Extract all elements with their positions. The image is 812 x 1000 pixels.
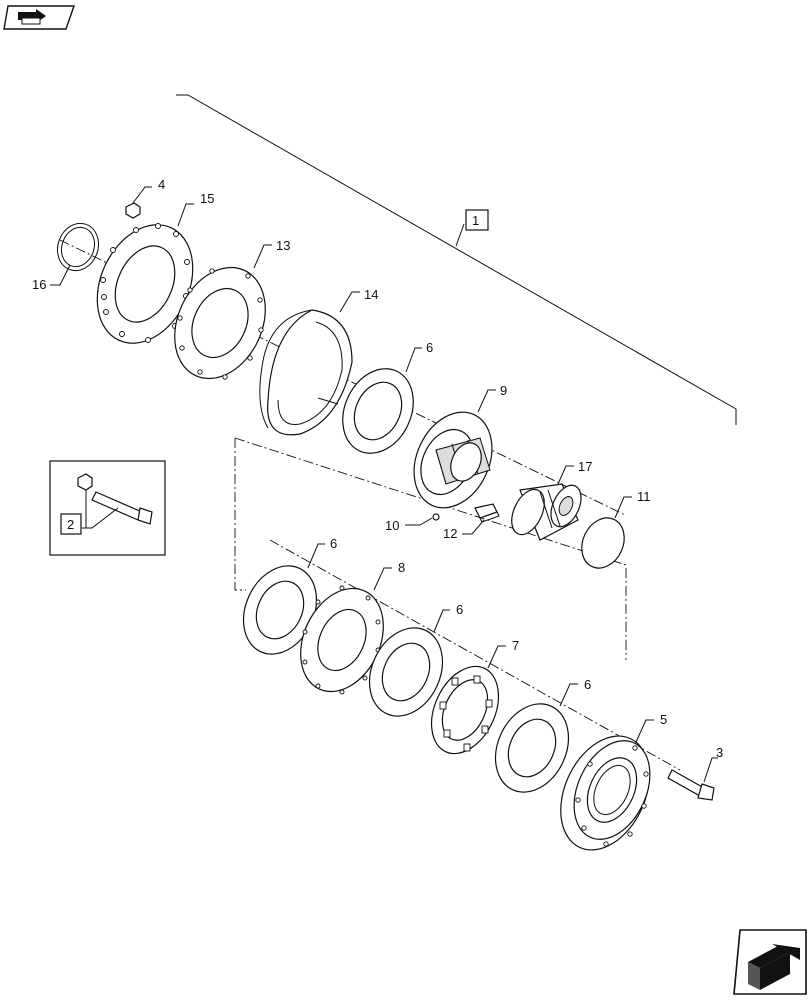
assembly-bracket: 1 <box>176 94 737 425</box>
callout-6d: 6 <box>584 677 591 692</box>
connector-axis-left <box>234 438 246 591</box>
part-15-flange-plate: 15 <box>96 191 214 344</box>
callout-4: 4 <box>158 177 165 192</box>
part-11-cap: 11 <box>581 489 651 569</box>
lower-assembly-axis <box>269 539 681 771</box>
callout-9: 9 <box>500 383 507 398</box>
callout-6b: 6 <box>330 536 337 551</box>
callout-12: 12 <box>443 526 457 541</box>
part-7-toothed-disc: 7 <box>430 638 519 755</box>
callout-14: 14 <box>364 287 378 302</box>
callout-box-2 <box>60 513 82 535</box>
inset-box-part-2: 2 <box>49 460 166 556</box>
part-6-friction-disc-lower-middle: 6 <box>368 602 463 717</box>
callout-16: 16 <box>32 277 46 292</box>
callout-3: 3 <box>716 745 723 760</box>
connector-axis-top <box>234 437 627 660</box>
callout-10: 10 <box>385 518 399 533</box>
part-8-pressure-plate: 8 <box>300 560 405 695</box>
callout-1: 1 <box>472 213 479 228</box>
part-9-hub: 9 <box>413 383 507 509</box>
part-6-friction-disc-top: 6 <box>342 340 433 454</box>
previous-page-button[interactable] <box>3 5 75 30</box>
part-6-friction-disc-lower-right: 6 <box>494 677 591 793</box>
callout-8: 8 <box>398 560 405 575</box>
callout-box-1 <box>465 209 489 231</box>
callout-6c: 6 <box>456 602 463 617</box>
callout-6a: 6 <box>426 340 433 355</box>
previous-page-arrow-icon <box>18 9 46 25</box>
part-5-housing: 5 <box>560 712 667 851</box>
callout-7: 7 <box>512 638 519 653</box>
part-3-bolt: 3 <box>667 745 723 801</box>
part-17-bushing: 17 <box>511 459 592 541</box>
callout-17: 17 <box>578 459 592 474</box>
part-4-nut: 4 <box>125 177 165 219</box>
part-10-pin: 10 <box>385 513 440 533</box>
part-6-friction-disc-lower-left: 6 <box>242 536 337 655</box>
part-16-retaining-ring: 16 <box>32 222 100 292</box>
callout-13: 13 <box>276 238 290 253</box>
callout-11: 11 <box>637 489 651 504</box>
next-page-arrow-icon <box>748 944 800 990</box>
part-14-drum-band: 14 <box>259 287 378 436</box>
next-page-button[interactable] <box>733 929 807 995</box>
part-13-plate: 13 <box>174 238 290 380</box>
callout-15: 15 <box>200 191 214 206</box>
callout-2: 2 <box>67 517 74 532</box>
callout-5: 5 <box>660 712 667 727</box>
part-12-key: 12 <box>443 503 500 541</box>
